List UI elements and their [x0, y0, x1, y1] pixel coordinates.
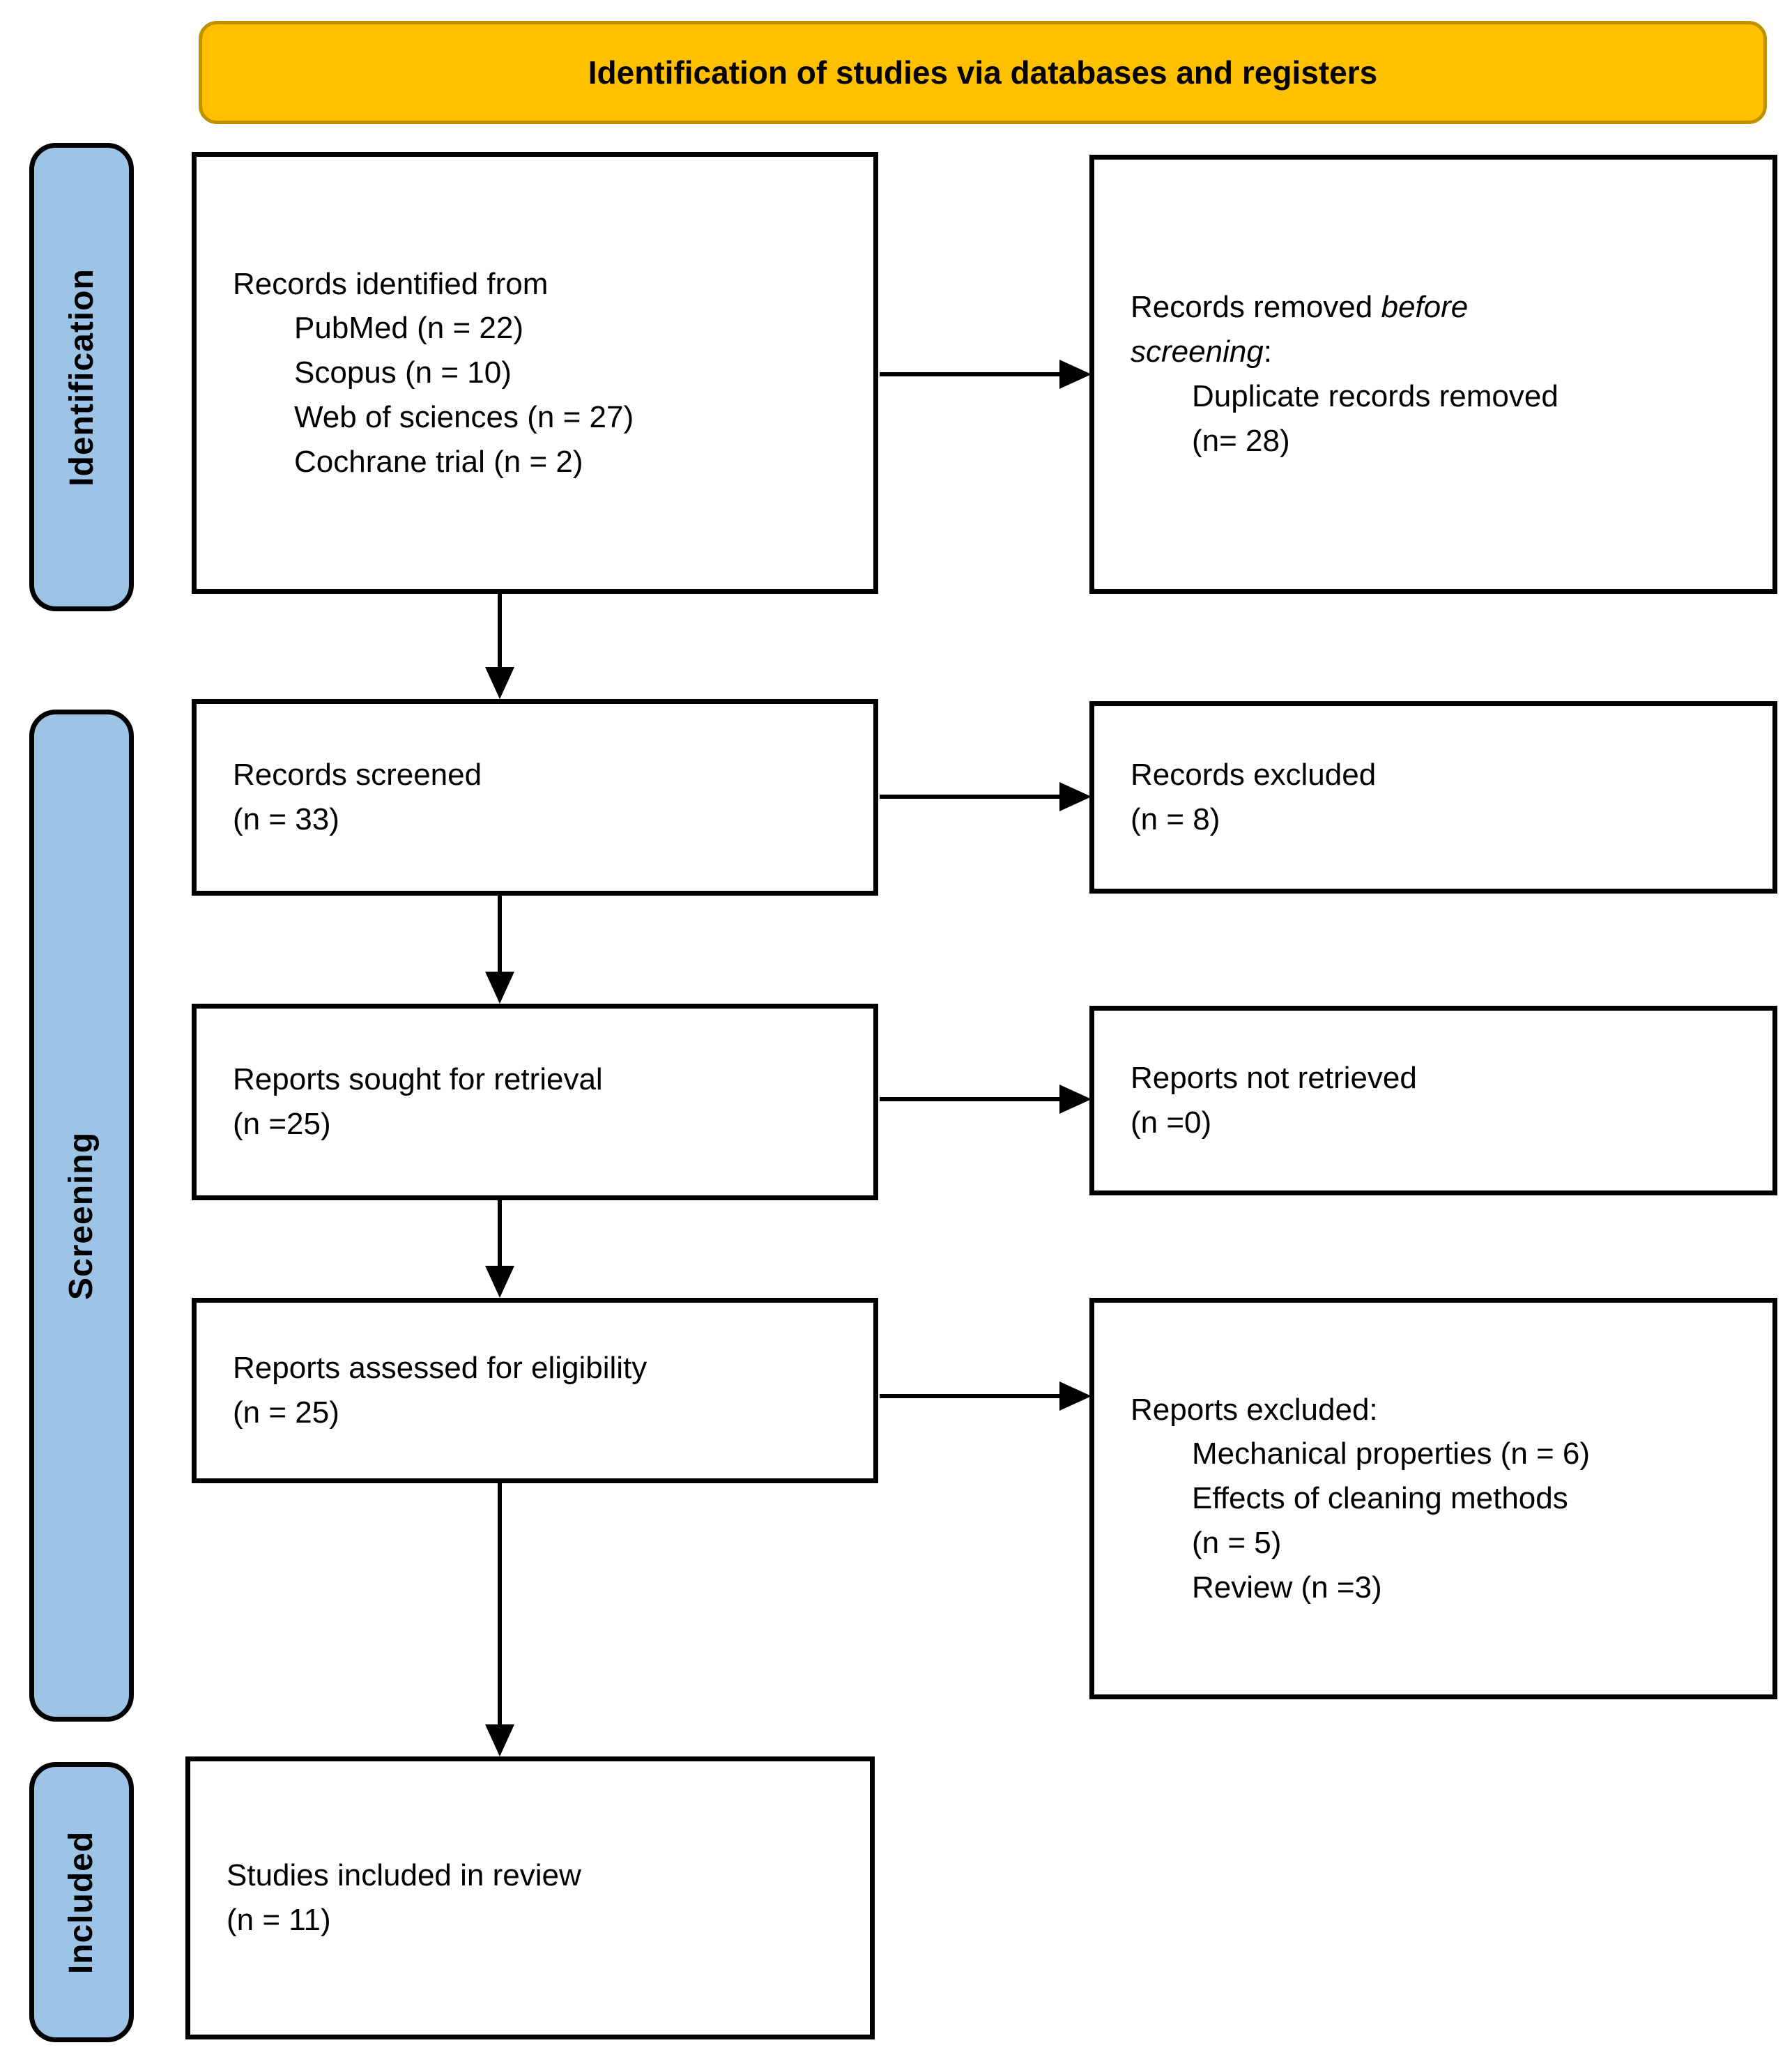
box-records-excluded: Records excluded (n = 8): [1089, 701, 1777, 894]
records-removed-item: (n= 28): [1192, 423, 1290, 458]
box-records-identified: Records identified from PubMed (n = 22) …: [192, 152, 878, 594]
arrow-assessed-to-reports-excluded: [880, 1381, 1092, 1411]
reports-sought-line1: Reports sought for retrieval: [233, 1062, 603, 1097]
records-identified-item: Scopus (n = 10): [294, 355, 512, 390]
records-removed-line1-normal: Records removed: [1131, 290, 1381, 325]
stage-included: Included: [29, 1762, 134, 2042]
records-removed-line1: Records removed before: [1131, 285, 1752, 330]
records-excluded-line2: (n = 8): [1131, 802, 1220, 836]
stage-screening-label: Screening: [63, 1131, 100, 1300]
reports-not-retrieved-line2: (n =0): [1131, 1105, 1212, 1140]
studies-included-line1: Studies included in review: [227, 1858, 581, 1893]
arrow-sought-to-assessed: [485, 1200, 514, 1298]
reports-excluded-item: Mechanical properties (n = 6): [1192, 1437, 1591, 1471]
box-reports-sought: Reports sought for retrieval (n =25): [192, 1004, 878, 1200]
reports-assessed-line1: Reports assessed for eligibility: [233, 1351, 648, 1386]
records-removed-line2-italic: screening: [1131, 335, 1264, 369]
box-reports-assessed: Reports assessed for eligibility (n = 25…: [192, 1298, 878, 1483]
arrow-screened-to-excluded: [880, 782, 1092, 811]
stage-screening: Screening: [29, 710, 134, 1722]
box-studies-included: Studies included in review (n = 11): [185, 1756, 875, 2039]
reports-excluded-title: Reports excluded:: [1131, 1392, 1378, 1427]
banner-title: Identification of studies via databases …: [199, 21, 1767, 124]
box-reports-not-retrieved: Reports not retrieved (n =0): [1089, 1006, 1777, 1195]
arrow-assessed-to-included: [485, 1483, 514, 1756]
stage-identification-label: Identification: [63, 268, 100, 487]
reports-not-retrieved-line1: Reports not retrieved: [1131, 1061, 1417, 1096]
records-excluded-line1: Records excluded: [1131, 758, 1377, 793]
reports-excluded-item: Effects of cleaning methods: [1192, 1481, 1568, 1516]
reports-assessed-line2: (n = 25): [233, 1395, 339, 1430]
reports-excluded-item: (n = 5): [1192, 1525, 1282, 1560]
box-reports-excluded: Reports excluded: Mechanical properties …: [1089, 1298, 1777, 1699]
records-identified-item: Web of sciences (n = 27): [294, 399, 634, 434]
records-removed-line2: screening:: [1131, 330, 1752, 374]
studies-included-line2: (n = 11): [227, 1903, 331, 1937]
records-removed-line1-italic: before: [1381, 290, 1469, 325]
records-removed-line2-normal: :: [1263, 335, 1273, 369]
arrow-identified-to-screened: [485, 594, 514, 699]
arrow-sought-to-not-retrieved: [880, 1085, 1092, 1114]
stage-included-label: Included: [63, 1830, 100, 1974]
reports-sought-line2: (n =25): [233, 1107, 331, 1141]
records-identified-item: PubMed (n = 22): [294, 311, 523, 346]
box-records-screened: Records screened (n = 33): [192, 699, 878, 896]
records-removed-item: Duplicate records removed: [1192, 379, 1559, 413]
box-records-removed: Records removed before screening: Duplic…: [1089, 155, 1777, 594]
arrow-screened-to-sought: [485, 896, 514, 1004]
records-screened-line2: (n = 33): [233, 802, 339, 836]
reports-excluded-item: Review (n =3): [1192, 1570, 1382, 1605]
records-identified-title: Records identified from: [233, 266, 549, 301]
records-identified-item: Cochrane trial (n = 2): [294, 444, 583, 479]
arrow-identified-to-removed: [880, 360, 1092, 389]
stage-identification: Identification: [29, 143, 134, 611]
records-screened-line1: Records screened: [233, 758, 482, 793]
